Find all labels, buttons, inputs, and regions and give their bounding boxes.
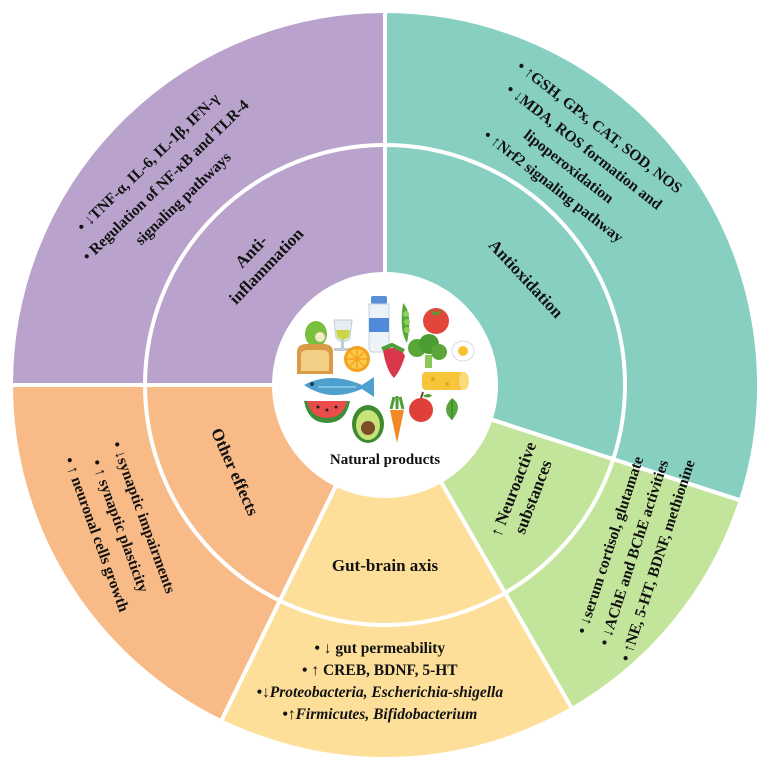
orange-slice-icon xyxy=(344,346,370,372)
center-hub: Natural products xyxy=(272,272,498,498)
detail-list-gut-brain-line: • ↓ gut permeability xyxy=(314,640,445,657)
pear-icon xyxy=(305,321,327,347)
cheese-icon xyxy=(422,372,469,390)
carrot-icon xyxy=(389,396,405,443)
apple-icon xyxy=(409,391,433,422)
food-illustration xyxy=(297,296,475,443)
bread-icon xyxy=(297,344,333,374)
detail-list-gut-brain-line: •↑Firmicutes, Bifidobacterium xyxy=(282,706,477,723)
broccoli-icon xyxy=(408,334,447,368)
tomato-icon xyxy=(423,308,449,334)
fish-icon xyxy=(304,377,374,397)
sector-wedge xyxy=(218,380,575,761)
detail-list-gut-brain-line: •↓Proteobacteria, Escherichia-shigella xyxy=(257,684,504,701)
milk-bottle-icon xyxy=(368,296,390,353)
sector-wedge xyxy=(8,383,389,724)
detail-list-gut-brain-line: • ↑ CREB, BDNF, 5-HT xyxy=(302,662,458,679)
peapod-icon xyxy=(401,303,410,343)
category-label-gut-brain-line: Gut-brain axis xyxy=(332,556,439,575)
avocado-icon xyxy=(352,405,384,443)
wine-glass-icon xyxy=(333,319,353,351)
watermelon-icon xyxy=(304,401,350,423)
sector-anti-inflammation xyxy=(8,8,387,387)
sector-wedge xyxy=(8,8,387,387)
egg-icon xyxy=(451,340,475,362)
leaf-icon xyxy=(446,398,458,420)
category-label-gut-brain: Gut-brain axis xyxy=(332,556,439,575)
sector-gut-brain xyxy=(218,380,575,761)
inner-ring-divider xyxy=(143,143,627,627)
detail-list-gut-brain: • ↓ gut permeability • ↑ CREB, BDNF, 5-HT… xyxy=(257,640,504,723)
sector-other xyxy=(8,383,389,724)
center-label: Natural products xyxy=(330,452,440,468)
strawberry-icon xyxy=(381,342,405,378)
